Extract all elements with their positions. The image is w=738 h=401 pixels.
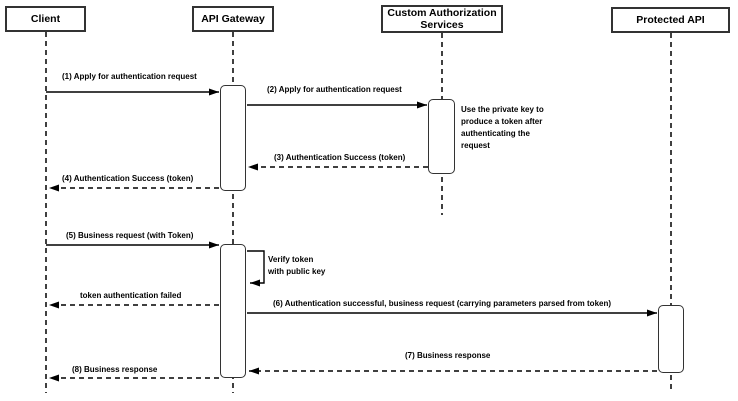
message-3-label: (3) Authentication Success (token) bbox=[274, 153, 406, 162]
message-8-label: (8) Business response bbox=[72, 365, 158, 374]
message-5-label: (5) Business request (with Token) bbox=[66, 231, 194, 240]
activation-api-gateway-business bbox=[220, 244, 246, 378]
message-6-label: (6) Authentication successful, business … bbox=[273, 299, 612, 308]
message-2-label: (2) Apply for authentication request bbox=[267, 85, 402, 94]
message-4-label: (4) Authentication Success (token) bbox=[62, 174, 194, 183]
private-key-note: Use the private key to produce a token a… bbox=[461, 105, 544, 150]
self-call-label: Verify token with public key bbox=[268, 255, 326, 276]
actor-custom-authorization-services: Custom Authorization Services bbox=[381, 5, 503, 33]
message-7-label: (7) Business response bbox=[405, 351, 491, 360]
actor-custom-authorization-services-label: Custom Authorization Services bbox=[387, 6, 497, 32]
actor-client-label: Client bbox=[30, 12, 61, 25]
actor-protected-api-label: Protected API bbox=[636, 13, 705, 26]
self-call-arrow bbox=[247, 250, 265, 287]
actor-protected-api: Protected API bbox=[611, 7, 730, 33]
token-failed-label: token authentication failed bbox=[80, 291, 182, 300]
activation-custom-authorization-services bbox=[428, 99, 455, 174]
actor-api-gateway: API Gateway bbox=[192, 6, 274, 32]
actor-api-gateway-label: API Gateway bbox=[201, 12, 265, 25]
actor-client: Client bbox=[5, 6, 86, 32]
message-1-label: (1) Apply for authentication request bbox=[62, 72, 197, 81]
activation-protected-api bbox=[658, 305, 684, 373]
activation-api-gateway-auth bbox=[220, 85, 246, 191]
